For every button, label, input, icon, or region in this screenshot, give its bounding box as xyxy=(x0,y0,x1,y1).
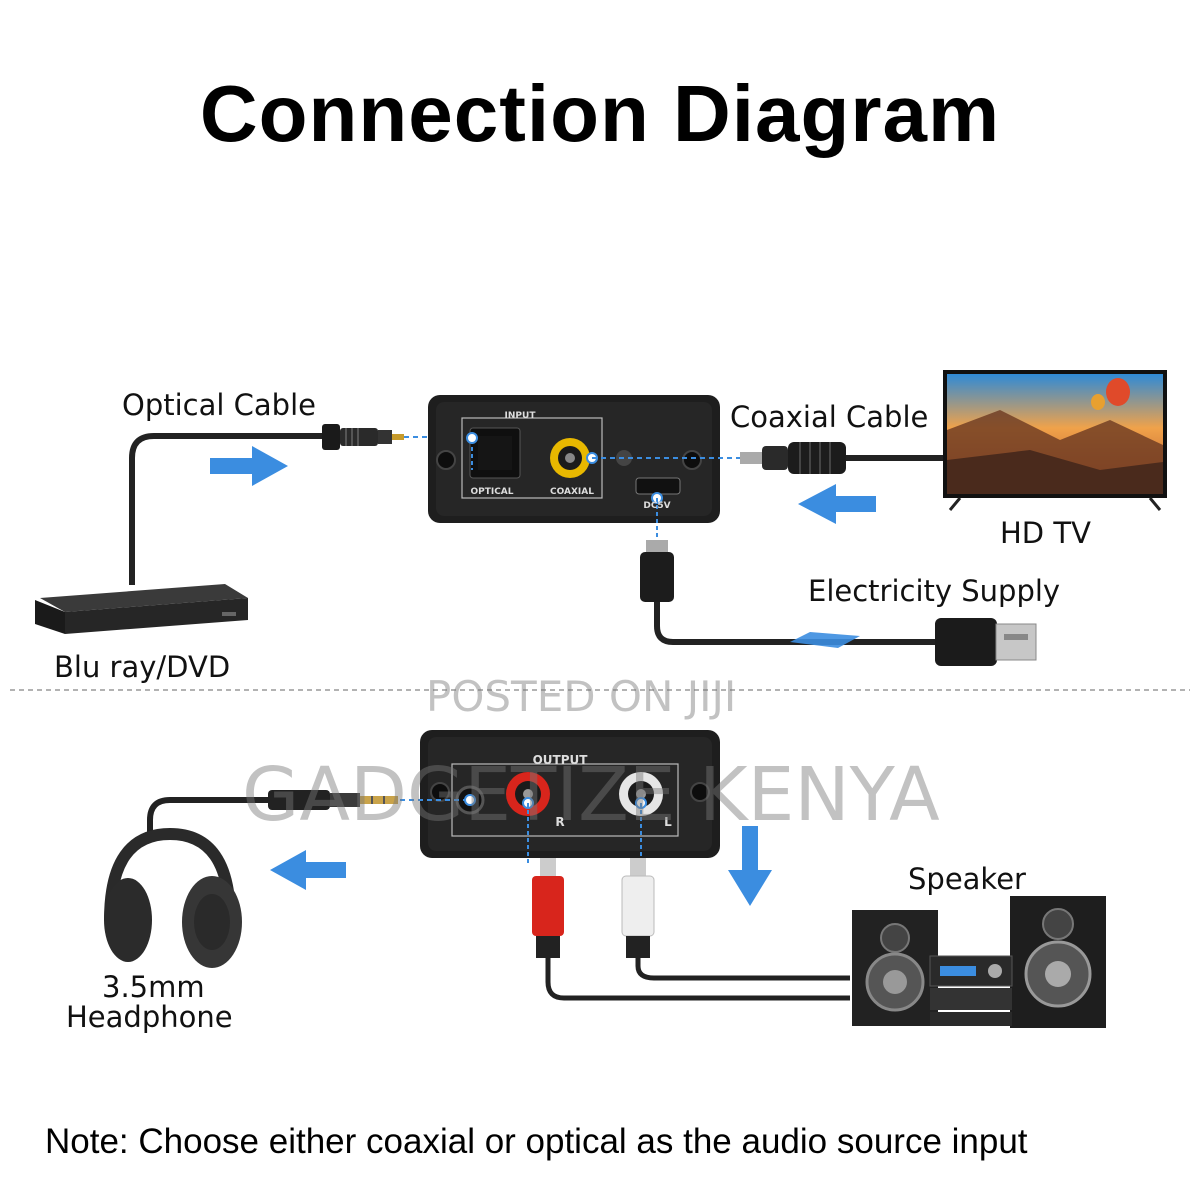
converter-top xyxy=(428,395,720,523)
converter-bottom xyxy=(420,730,720,858)
headphone-label-line1: 3.5mm xyxy=(102,970,205,1004)
usb-plug xyxy=(935,618,1037,666)
arrow-optical xyxy=(210,446,288,486)
headphone-label-line2: Headphone xyxy=(66,1000,233,1034)
arrow-power xyxy=(790,632,860,648)
dc-port-label: DC5V xyxy=(643,501,670,511)
arrow-coaxial xyxy=(798,484,876,524)
power-cable xyxy=(654,602,938,645)
rca-plug-white xyxy=(621,858,655,958)
l-port-label: L xyxy=(664,815,672,829)
arrow-headphone xyxy=(270,850,346,890)
page-title: Connection Diagram xyxy=(199,69,1001,158)
input-section-label: INPUT xyxy=(505,411,537,421)
audio-jack-plug xyxy=(268,790,398,810)
optical-cable-label: Optical Cable xyxy=(122,388,316,422)
micro-usb-plug xyxy=(640,540,674,602)
hd-tv xyxy=(943,370,1167,511)
watermark-posted: POSTED ON JIJI xyxy=(426,672,737,721)
rca-cable-white xyxy=(635,958,850,981)
hd-tv-label: HD TV xyxy=(1000,516,1091,550)
r-port-label: R xyxy=(555,815,564,829)
arrow-speaker xyxy=(728,826,772,906)
headphones xyxy=(104,827,242,968)
electricity-supply-label: Electricity Supply xyxy=(808,574,1061,608)
speaker-label: Speaker xyxy=(908,862,1026,896)
watermark-brand: GADGETIZE KENYA xyxy=(242,752,940,838)
optical-cable xyxy=(129,433,325,585)
headphone-cable xyxy=(147,797,268,842)
bluray-label: Blu ray/DVD xyxy=(54,650,231,684)
optical-port-label: OPTICAL xyxy=(470,487,513,497)
output-section-label: OUTPUT xyxy=(533,753,589,767)
coaxial-cable-label: Coaxial Cable xyxy=(730,400,929,434)
note-text: Note: Choose either coaxial or optical a… xyxy=(45,1122,1028,1161)
bluray-player xyxy=(35,584,248,634)
optical-plug xyxy=(322,424,404,450)
rca-plug-red xyxy=(532,858,564,958)
coaxial-plug xyxy=(740,442,846,474)
coaxial-port-label: COAXIAL xyxy=(550,487,594,497)
speaker-system xyxy=(852,896,1106,1028)
rca-cable-red xyxy=(545,958,850,1001)
